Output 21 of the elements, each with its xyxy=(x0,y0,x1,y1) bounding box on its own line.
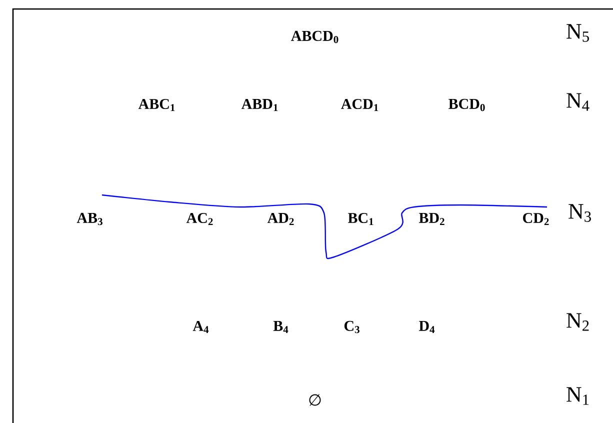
level-label: N$_{5}$ xyxy=(566,24,589,42)
level-label: N$_{1}$ xyxy=(566,387,589,405)
element-set: ABD$_{1}$ xyxy=(241,98,278,112)
element-set: AC$_{2}$ xyxy=(186,212,213,226)
element-set: BCD$_{0}$ xyxy=(448,98,485,112)
element-set: ABC$_{1}$ xyxy=(138,98,175,112)
empty-set-symbol: ∅ xyxy=(309,394,321,406)
level-label: N$_{4}$ xyxy=(566,93,590,111)
element-set: ACD$_{1}$ xyxy=(341,98,378,112)
element-set: A$_{4}$ xyxy=(192,320,209,334)
level-label: N$_{3}$ xyxy=(568,204,591,222)
element-set: AB$_{3}$ xyxy=(76,212,102,226)
element-set: AD$_{2}$ xyxy=(267,212,294,226)
element-set: D$_{4}$ xyxy=(418,321,435,333)
element-set: C$_{3}$ xyxy=(344,320,360,334)
element-set: CD$_{2}$ xyxy=(523,212,549,226)
element-set: BD$_{2}$ xyxy=(418,213,444,225)
element-set: B$_{4}$ xyxy=(273,321,288,333)
element-set: BC$_{1}$ xyxy=(348,212,374,226)
element-set: ABCD$_{0}$ xyxy=(291,30,338,44)
level-label: N$_{2}$ xyxy=(566,313,589,331)
